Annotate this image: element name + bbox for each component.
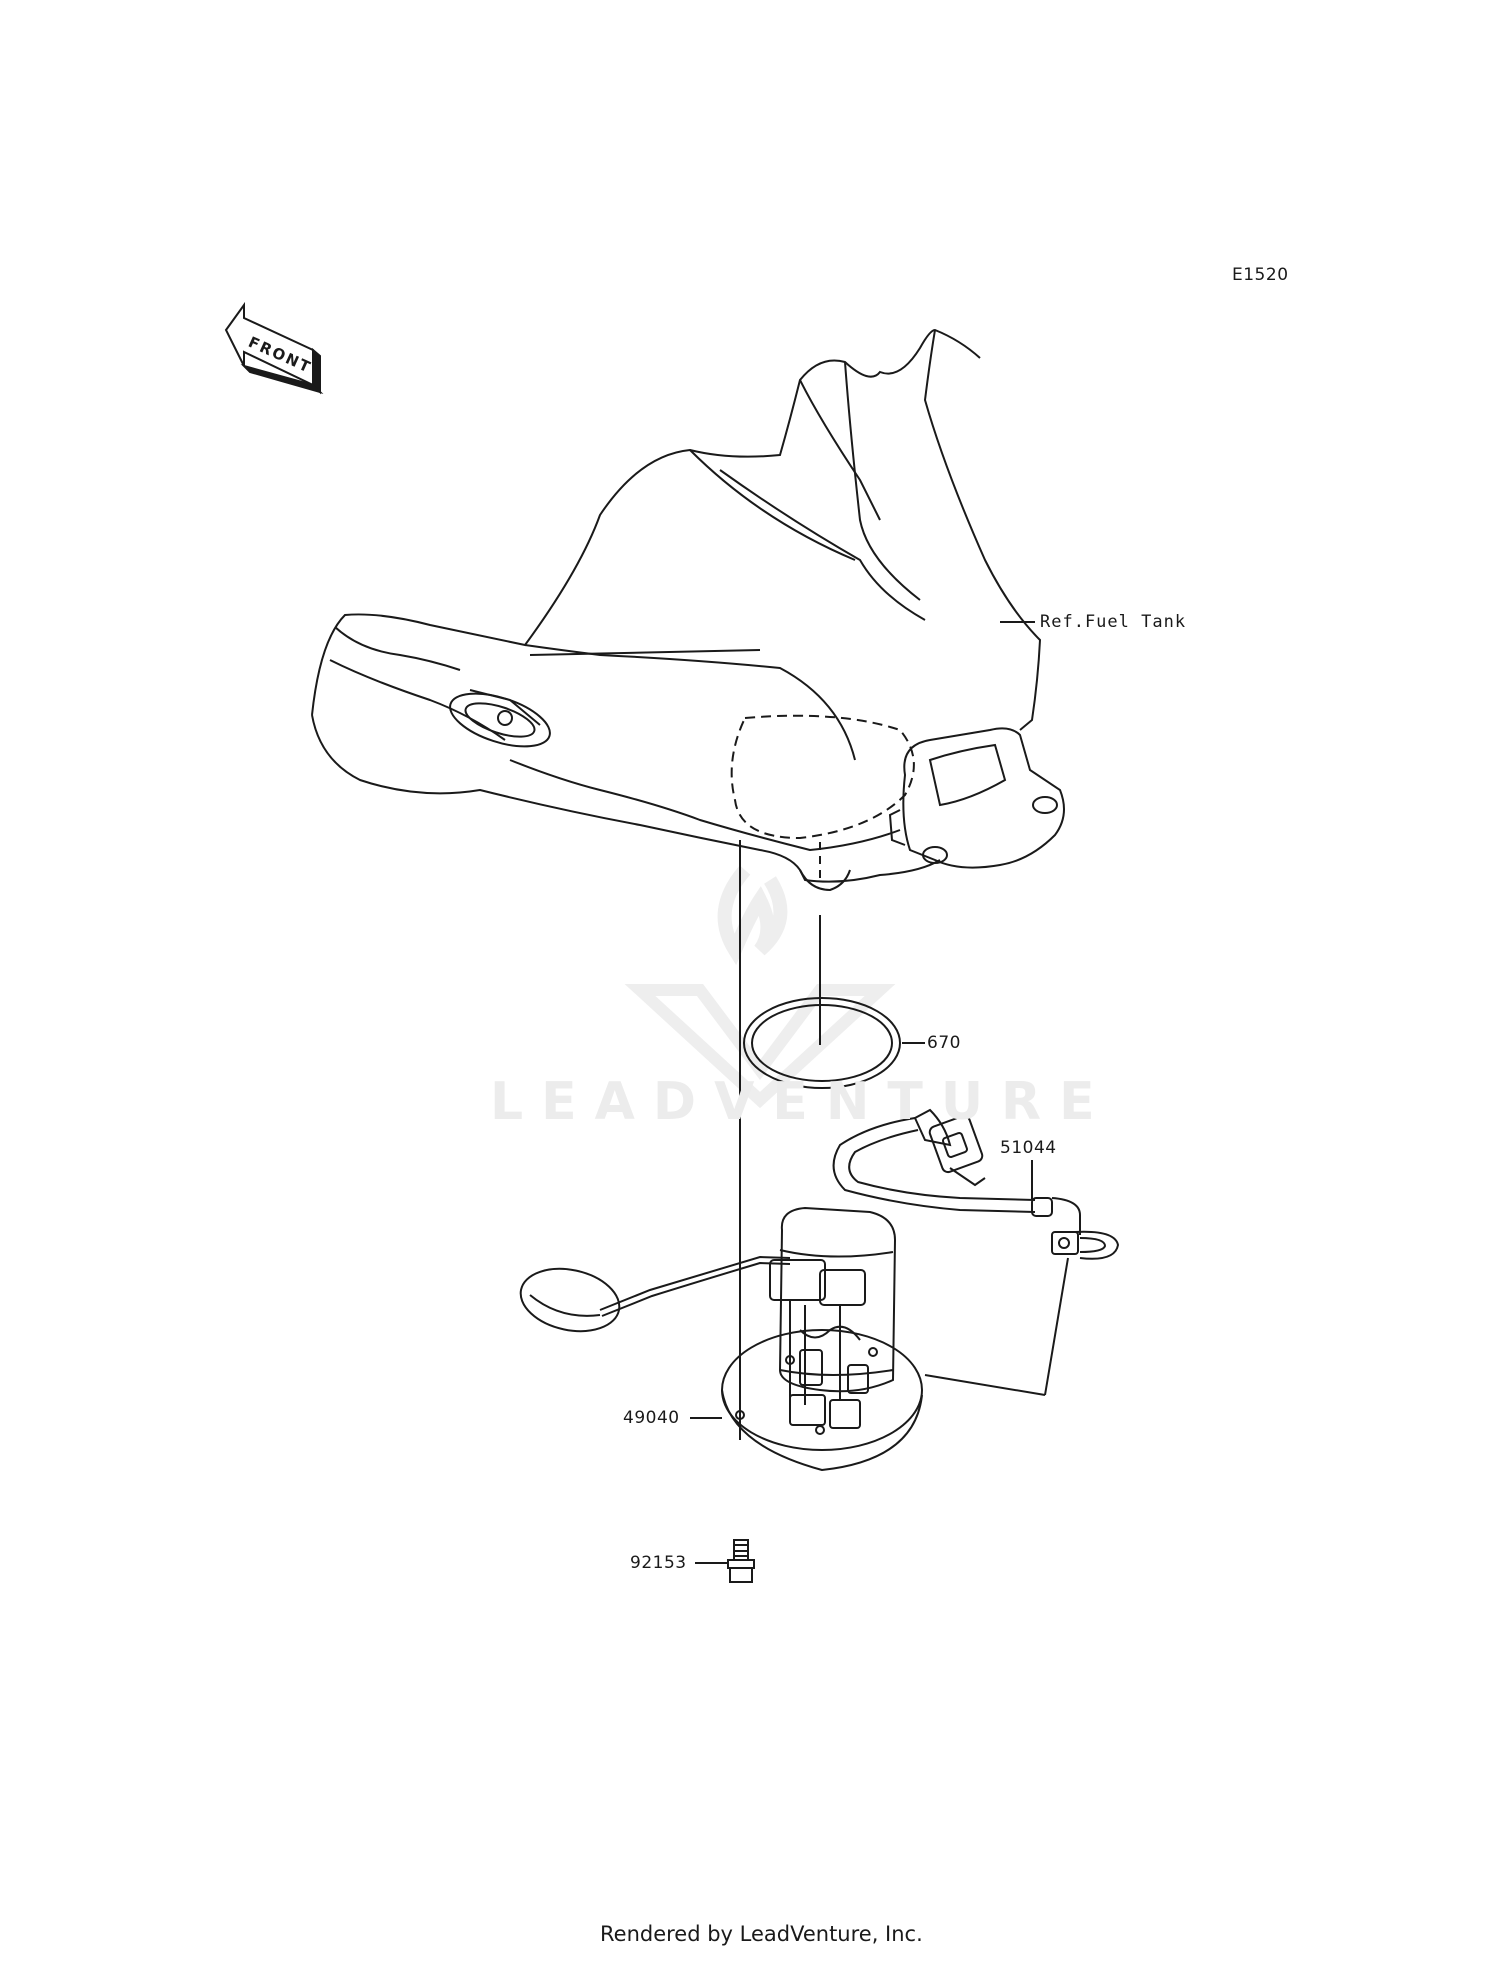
watermark-text: LEADVENTURE: [490, 1072, 1113, 1132]
watermark-logo-icon: [624, 865, 896, 1109]
fuel-hose: [832, 1108, 1120, 1260]
callout-bolt: 92153: [630, 1553, 687, 1573]
callout-fuel-hose: 51044: [1000, 1138, 1057, 1158]
bolt: [727, 1539, 755, 1583]
callout-fuel-tank: Ref.Fuel Tank: [1040, 612, 1187, 632]
callout-fuel-pump: 49040: [623, 1408, 680, 1428]
fuel-tank: [311, 328, 1065, 892]
callout-gasket: 670: [927, 1033, 961, 1053]
callout-leaders: [690, 621, 1035, 1564]
front-arrow-icon: [224, 301, 324, 395]
diagram-id: E1520: [1232, 265, 1289, 285]
fuel-pump-assembly: [519, 1206, 1069, 1472]
alignment-lines: [739, 840, 821, 1440]
footer-credit: Rendered by LeadVenture, Inc.: [600, 1922, 923, 1946]
gasket-ring: [743, 997, 901, 1089]
